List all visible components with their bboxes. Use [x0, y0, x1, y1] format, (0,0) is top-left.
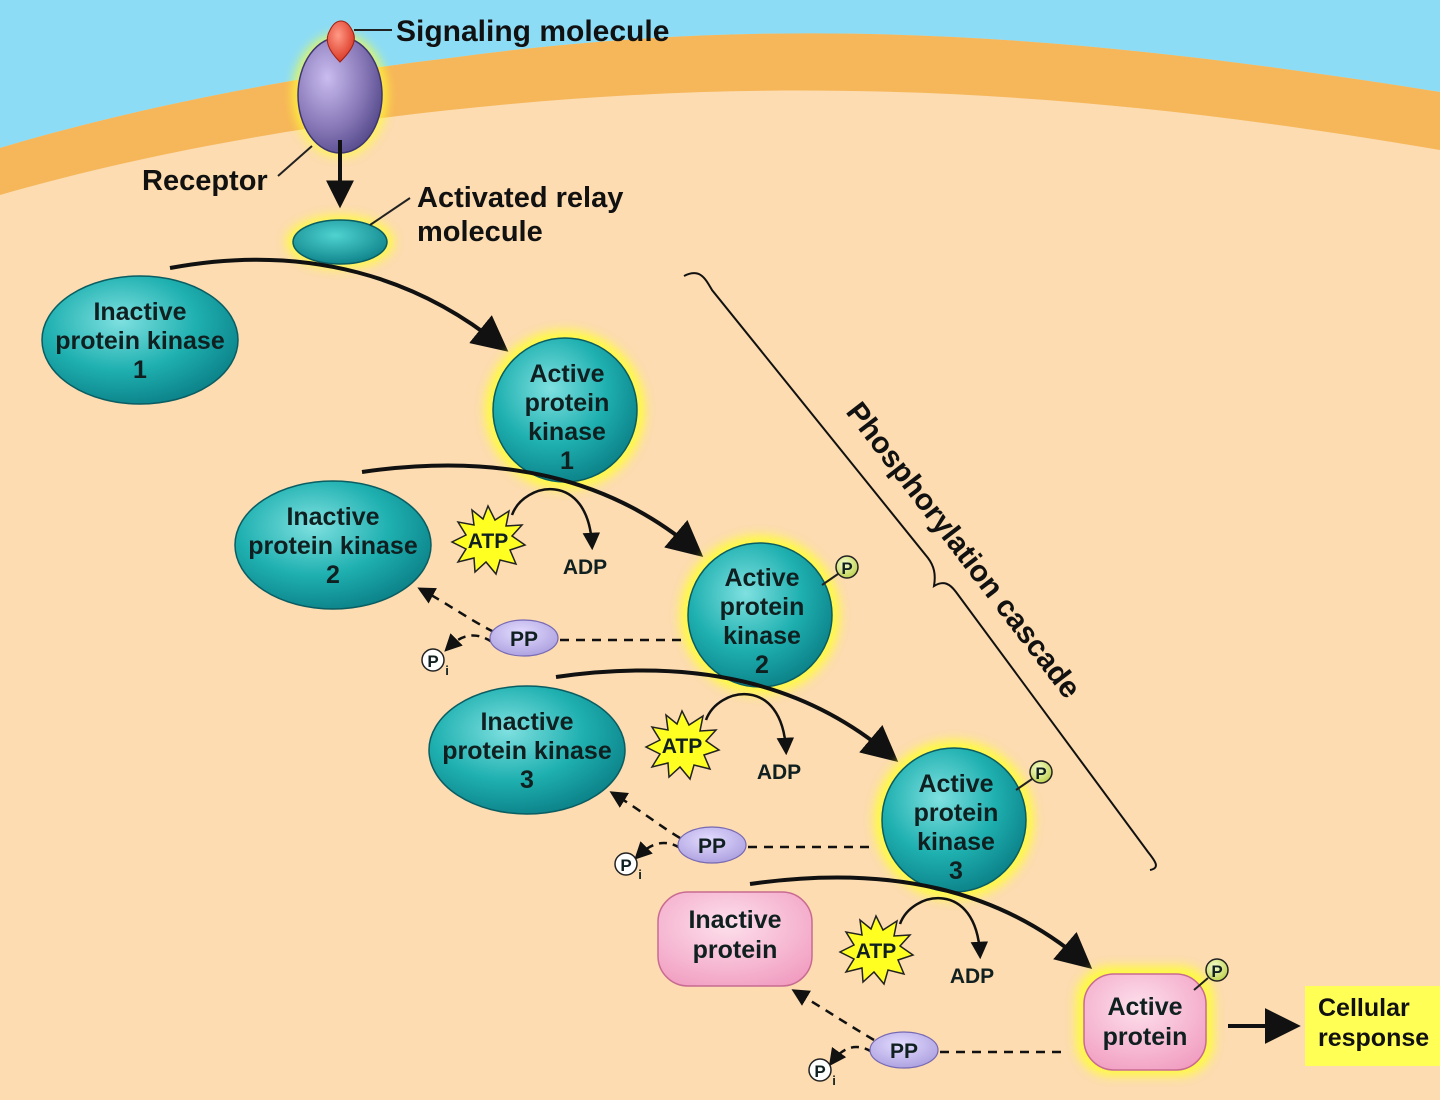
inactive-kinase-3-line1: Inactive — [480, 708, 573, 736]
phosphate-group-3: P — [1029, 760, 1053, 784]
pp-return-arrow-3 — [791, 989, 875, 1042]
inactive-protein-kinase-3: Inactive protein kinase 3 — [428, 685, 626, 815]
inactive-kinase-2-line3: 2 — [326, 561, 340, 589]
receptor-leader — [277, 145, 313, 177]
cascade-brace — [683, 272, 1157, 871]
adp-label-3: ADP — [950, 965, 994, 988]
activated-relay-molecule — [286, 215, 394, 269]
pp-return-arrow-2 — [609, 791, 681, 840]
signaling-molecule-label: Signaling molecule — [396, 15, 669, 48]
atp-burst-1: ATP — [450, 504, 527, 576]
receptor-label: Receptor — [142, 165, 268, 197]
adp-label-1: ADP — [563, 556, 607, 579]
receptor-protein — [292, 33, 388, 157]
relay-label-line2: molecule — [417, 216, 543, 248]
pi-release-arrow-3 — [828, 1045, 873, 1067]
active-kinase-2-line1: Active — [724, 564, 799, 592]
activation-arrow-2 — [361, 463, 704, 557]
active-kinase-2-line3: kinase — [723, 622, 801, 650]
protein-phosphatase-2: PP — [677, 826, 747, 864]
active-kinase-2-line4: 2 — [755, 651, 769, 679]
svg-text:i: i — [832, 1073, 836, 1088]
phosphate-stalk-3 — [1015, 778, 1033, 791]
pp-label-3: PP — [890, 1040, 918, 1063]
atp-to-adp-arrow-2 — [704, 693, 795, 756]
active-kinase-1-line1: Active — [529, 360, 604, 388]
activation-arrow-3 — [555, 668, 899, 762]
inactive-kinase-1-line3: 1 — [133, 356, 147, 384]
active-kinase-3-line1: Active — [918, 770, 993, 798]
inorganic-phosphate-1: P i — [421, 648, 449, 678]
active-protein-kinase-2: Active protein kinase 2 — [680, 535, 840, 695]
pi-release-arrow-2 — [634, 841, 681, 860]
phosphate-stalk-4 — [1193, 977, 1209, 991]
svg-text:P: P — [427, 652, 438, 671]
cellular-response-line2: response — [1318, 1024, 1429, 1052]
protein-phosphatase-3: PP — [869, 1031, 939, 1069]
adp-label-2: ADP — [757, 761, 801, 784]
activation-arrow-4 — [749, 875, 1093, 970]
inactive-protein-line1: Inactive — [688, 906, 781, 934]
activation-arrow-1 — [169, 257, 509, 352]
svg-text:i: i — [445, 663, 449, 678]
svg-text:P: P — [1035, 764, 1046, 783]
active-kinase-1-line4: 1 — [560, 447, 574, 475]
active-protein-line1: Active — [1107, 993, 1182, 1021]
relay-label-line1: Activated relay — [417, 182, 623, 214]
active-kinase-3-line2: protein — [914, 799, 999, 827]
inorganic-phosphate-2: P i — [614, 852, 642, 882]
atp-to-adp-arrow-3 — [898, 897, 989, 960]
atp-label-3: ATP — [856, 940, 896, 963]
phosphate-group-2: P — [835, 555, 859, 579]
phosphate-group-4: P — [1205, 958, 1229, 982]
active-protein: Active protein — [1076, 966, 1214, 1076]
atp-burst-3: ATP — [838, 914, 915, 986]
cellular-response-line1: Cellular — [1318, 994, 1410, 1022]
phosphate-stalk-2 — [821, 573, 839, 586]
inactive-protein: Inactive protein — [657, 891, 813, 987]
active-protein-kinase-1: Active protein kinase 1 — [485, 330, 645, 490]
svg-text:i: i — [638, 867, 642, 882]
inorganic-phosphate-3: P i — [808, 1058, 836, 1088]
pi-release-arrow-1 — [444, 633, 493, 652]
inactive-protein-kinase-1: Inactive protein kinase 1 — [41, 275, 239, 405]
atp-label-2: ATP — [662, 735, 702, 758]
relay-leader — [369, 197, 411, 226]
atp-to-adp-arrow-1 — [510, 488, 601, 551]
atp-burst-2: ATP — [644, 709, 721, 781]
active-kinase-2-line2: protein — [720, 593, 805, 621]
inactive-kinase-3-line2: protein kinase — [442, 737, 612, 765]
active-protein-line2: protein — [1103, 1023, 1188, 1051]
inactive-protein-kinase-2: Inactive protein kinase 2 — [234, 480, 432, 610]
inactive-kinase-2-line2: protein kinase — [248, 532, 418, 560]
pp-label-1: PP — [510, 628, 538, 651]
active-kinase-3-line4: 3 — [949, 857, 963, 885]
active-kinase-1-line2: protein — [525, 389, 610, 417]
svg-text:P: P — [841, 559, 852, 578]
svg-text:P: P — [1211, 962, 1222, 981]
svg-text:P: P — [620, 856, 631, 875]
active-kinase-1-line3: kinase — [528, 418, 606, 446]
signaling-molecule — [326, 20, 355, 63]
inactive-kinase-1-line2: protein kinase — [55, 327, 225, 355]
pp-return-arrow-1 — [417, 587, 495, 634]
inactive-protein-line2: protein — [693, 936, 778, 964]
inactive-kinase-2-line1: Inactive — [286, 503, 379, 531]
inactive-kinase-1-line1: Inactive — [93, 298, 186, 326]
protein-phosphatase-1: PP — [489, 619, 559, 657]
cellular-response-box: Cellular response — [1305, 986, 1440, 1066]
inactive-kinase-3-line3: 3 — [520, 766, 534, 794]
active-protein-kinase-3: Active protein kinase 3 — [874, 740, 1034, 900]
active-kinase-3-line3: kinase — [917, 828, 995, 856]
svg-text:P: P — [814, 1062, 825, 1081]
extracellular-space — [0, 0, 1440, 148]
atp-label-1: ATP — [468, 530, 508, 553]
pp-label-2: PP — [698, 835, 726, 858]
